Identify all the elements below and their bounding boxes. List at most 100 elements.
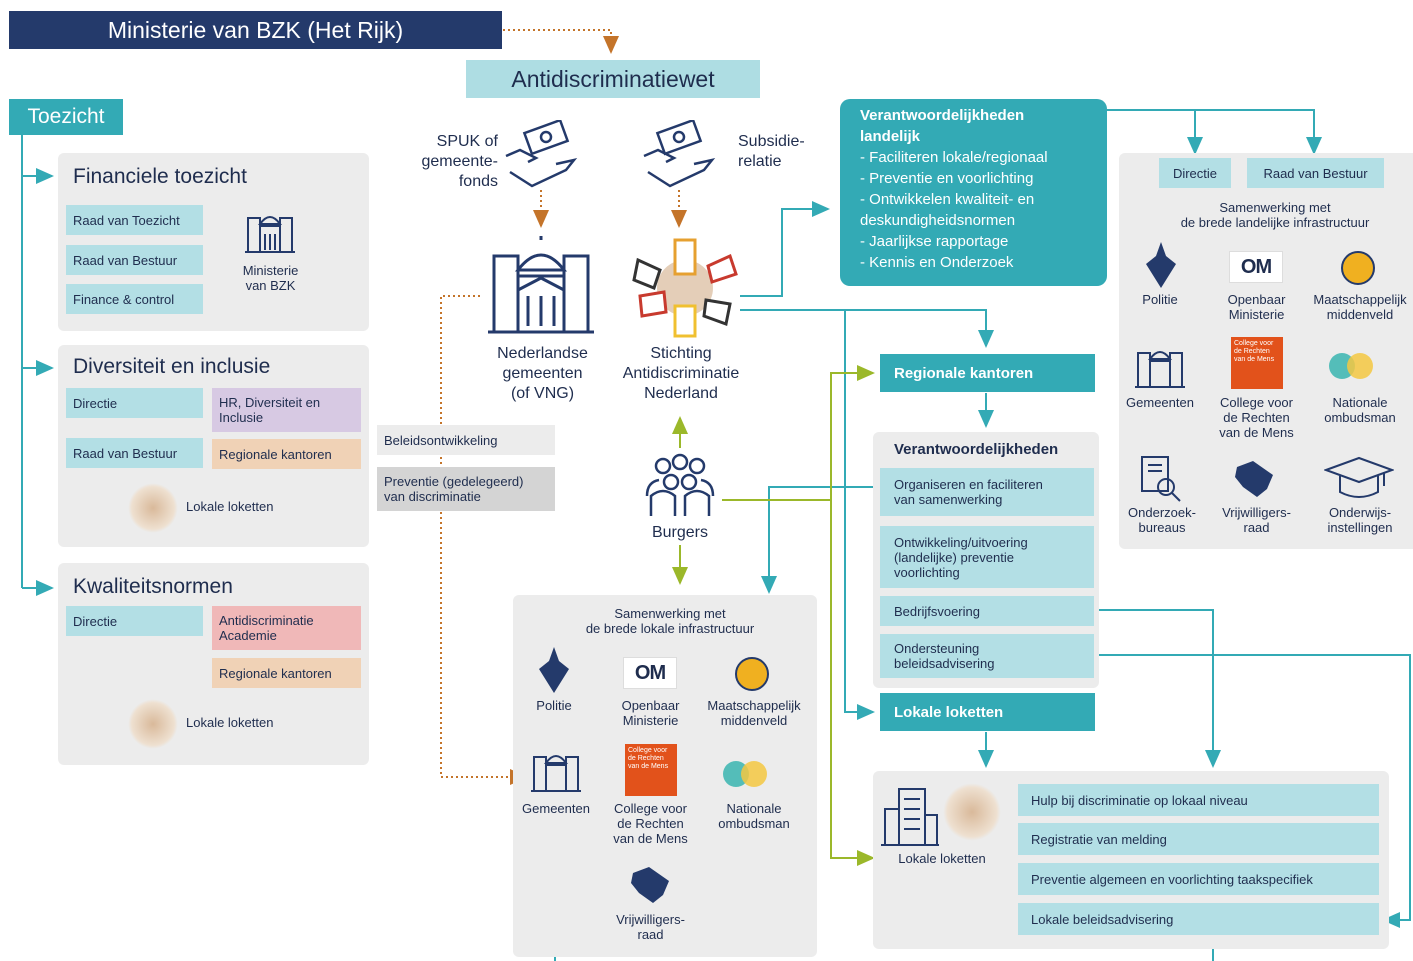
diversity-panel: Diversiteit en inclusie Directie HR, Div… [58, 345, 369, 547]
money-hand-icon-2 [640, 120, 720, 190]
local-offices-quality: Lokale loketten [186, 715, 274, 730]
policy-dev-box: Beleidsontwikkeling [377, 425, 555, 455]
fist-icon-local [735, 657, 769, 691]
local-item-4: Lokale beleidsadvisering [1018, 903, 1379, 935]
ministry-label: Ministerie van BZK [242, 263, 299, 293]
national-item-5: - Kennis en Onderzoek [860, 254, 1014, 271]
ombudsman-logo-local-b [741, 761, 767, 787]
om-logo-local: OM [623, 657, 677, 689]
foundation-hands-logo-small-2 [128, 699, 178, 749]
regional-responsibilities-panel: Verantwoordelijkheden Organiseren en fac… [873, 432, 1099, 688]
handshake-icon [1231, 455, 1279, 503]
financial-oversight-title: Financiele toezicht [73, 165, 247, 188]
municipalities-label: Nederlandse gemeenten (of VNG) [497, 345, 588, 402]
quality-title: Kwaliteitsnormen [73, 575, 233, 598]
regional-item-4: Ondersteuning beleidsadvisering [880, 634, 1094, 678]
citizens-label: Burgers [651, 524, 709, 541]
regional-item-2: Ontwikkeling/uitvoering (landelijke) pre… [880, 526, 1094, 588]
foundation-hands-logo-local [943, 783, 1001, 841]
partner-research: Onderzoek- bureaus [1128, 505, 1196, 535]
local-offices-panel: Lokale loketten Hulp bij discriminatie o… [873, 771, 1389, 949]
partner-om: Openbaar Ministerie [1227, 292, 1286, 322]
national-item-3: - Ontwikkelen kwaliteit- en deskundighei… [860, 191, 1035, 229]
prevention-box: Preventie (gedelegeerd) van discriminati… [377, 467, 555, 511]
municipality-icon-local [529, 747, 583, 793]
national-caption: Samenwerking met de brede landelijke inf… [1180, 200, 1370, 230]
national-responsibilities: Verantwoordelijkheden landelijk - Facili… [840, 99, 1107, 286]
funding-right-label: Subsidie- relatie [738, 133, 805, 170]
diversity-title: Diversiteit en inclusie [73, 355, 271, 378]
fist-icon [1341, 251, 1375, 285]
prevention-label: Preventie (gedelegeerd) van discriminati… [384, 474, 524, 504]
finance-control: Finance & control [66, 284, 203, 314]
local-partner-police: Politie [536, 698, 572, 713]
ministry-title: Ministerie van BZK (Het Rijk) [107, 16, 404, 43]
national-item-4: - Jaarlijkse rapportage [860, 233, 1009, 250]
police-icon-local [533, 647, 575, 693]
local-partner-ombudsman: Nationale ombudsman [718, 801, 790, 831]
financial-oversight-panel: Financiele toezicht Raad van Toezicht Ra… [58, 153, 369, 331]
local-partner-crm: College voor de Rechten van de Mens [613, 801, 688, 846]
raad-van-toezicht: Raad van Toezicht [66, 205, 203, 235]
local-infrastructure-panel: Samenwerking met de brede lokale infrast… [513, 595, 817, 957]
raad-van-bestuur-div: Raad van Bestuur [66, 438, 203, 468]
toezicht-title: Toezicht [27, 105, 105, 128]
raad-van-bestuur: Raad van Bestuur [66, 245, 203, 275]
partner-volunteers: Vrijwilligers- raad [1222, 505, 1291, 535]
partner-civil: Maatschappelijk middenveld [1313, 292, 1407, 322]
law-box: Antidiscriminatiewet [466, 60, 760, 98]
local-offices-div: Lokale loketten [186, 499, 274, 514]
local-item-3: Preventie algemeen en voorlichting taaks… [1018, 863, 1379, 895]
graduation-cap-icon [1323, 455, 1395, 503]
ombudsman-logo-b [1347, 353, 1373, 379]
academy-box: Antidiscriminatie Academie [212, 606, 361, 650]
funding-left-label: SPUK of gemeente- fonds [421, 133, 499, 190]
office-building-icon [881, 785, 939, 847]
national-title: Verantwoordelijkheden landelijk [860, 107, 1025, 145]
partner-police: Politie [1142, 292, 1178, 307]
local-partner-volunteers: Vrijwilligers- raad [616, 912, 685, 942]
foundation-hands-logo [630, 236, 740, 340]
regional-item-3: Bedrijfsvoering [880, 596, 1094, 626]
national-infrastructure-panel: Directie Raad van Bestuur Samenwerking m… [1119, 153, 1413, 549]
city-hall-icon [485, 236, 597, 336]
local-panel-label: Lokale loketten [898, 851, 986, 866]
citizens-icon [643, 452, 717, 522]
partner-crm: College voor de Rechten van de Mens [1219, 395, 1294, 440]
om-logo: OM [1229, 251, 1283, 283]
research-icon [1137, 455, 1185, 503]
handshake-icon-local [627, 861, 675, 909]
local-partner-om: Openbaar Ministerie [621, 698, 680, 728]
ministry-building-icon [243, 207, 297, 255]
partner-education: Onderwijs- instellingen [1327, 505, 1393, 535]
national-item-1: - Faciliteren lokale/regionaal [860, 149, 1048, 166]
hr-diversity: HR, Diversiteit en Inclusie [212, 388, 361, 432]
municipality-icon [1133, 343, 1187, 389]
ministry-header: Ministerie van BZK (Het Rijk) [9, 11, 502, 49]
local-offices-title: Lokale loketten [894, 703, 1004, 721]
partner-municipalities: Gemeenten [1126, 395, 1194, 410]
policy-dev-label: Beleidsontwikkeling [384, 432, 498, 448]
local-offices-header: Lokale loketten [880, 693, 1095, 731]
toezicht-header: Toezicht [9, 99, 123, 135]
national-item-2: - Preventie en voorlichting [860, 170, 1034, 187]
foundation-label: Stichting Antidiscriminatie Nederland [622, 345, 740, 402]
money-hand-icon [502, 120, 582, 190]
crm-logo: College voor de Rechten van de Mens [1231, 337, 1283, 389]
local-item-2: Registratie van melding [1018, 823, 1379, 855]
regional-offices-header: Regionale kantoren [880, 354, 1095, 392]
regional-item-1: Organiseren en faciliteren van samenwerk… [880, 468, 1094, 516]
foundation-hands-logo-small [128, 483, 178, 533]
quality-panel: Kwaliteitsnormen Directie Antidiscrimina… [58, 563, 369, 765]
local-partner-municipalities: Gemeenten [522, 801, 590, 816]
crm-logo-local: College voor de Rechten van de Mens [625, 744, 677, 796]
regional-offices-quality: Regionale kantoren [212, 658, 361, 688]
national-rvb: Raad van Bestuur [1247, 158, 1384, 188]
partner-ombudsman: Nationale ombudsman [1324, 395, 1396, 425]
police-icon [1139, 241, 1183, 289]
local-partner-civil: Maatschappelijk middenveld [707, 698, 801, 728]
national-directie: Directie [1159, 158, 1231, 188]
directie-div: Directie [66, 388, 203, 418]
local-item-1: Hulp bij discriminatie op lokaal niveau [1018, 784, 1379, 816]
regional-resp-title: Verantwoordelijkheden [894, 441, 1059, 458]
